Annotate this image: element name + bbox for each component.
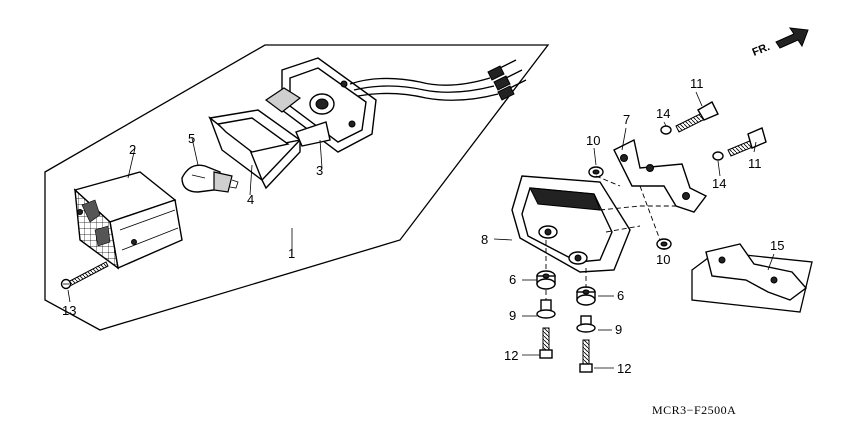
- callout-12b: 12: [617, 361, 631, 376]
- assembly-line: [595, 175, 621, 187]
- callout-13: 13: [62, 303, 76, 318]
- leader-lines: [67, 91, 775, 369]
- direction-label: FR.: [751, 41, 772, 59]
- taillight-lens: [73, 171, 183, 270]
- callout-11a: 11: [690, 76, 704, 91]
- callout-11b: 11: [748, 156, 762, 171]
- front-direction-indicator: FR.: [751, 27, 809, 59]
- taillight-bracket: [511, 175, 631, 273]
- callout-8: 8: [481, 232, 488, 247]
- bulb: [181, 164, 239, 193]
- stay-bracket: [613, 138, 708, 213]
- callout-14b: 14: [712, 176, 726, 191]
- grommet-right: [576, 286, 596, 306]
- front-arrow-icon: [775, 27, 809, 49]
- assembly-line: [599, 205, 676, 211]
- assembly-outline: [44, 44, 550, 331]
- callout-10b: 10: [656, 252, 670, 267]
- bolt-upper: [675, 101, 719, 133]
- washer-upper: [588, 166, 604, 178]
- callout-12a: 12: [504, 348, 518, 363]
- callout-6a: 6: [509, 272, 516, 287]
- callout-9b: 9: [615, 322, 622, 337]
- part-code: MCR3−F2500A: [652, 403, 736, 417]
- callout-3: 3: [316, 163, 323, 178]
- washer-14-lower: [712, 151, 724, 161]
- callout-6b: 6: [617, 288, 624, 303]
- callout-14a: 14: [656, 106, 670, 121]
- callout-4: 4: [247, 192, 254, 207]
- lens-screw: [60, 261, 109, 290]
- callout-10a: 10: [586, 133, 600, 148]
- bolt-12-right: [579, 339, 593, 373]
- washer-lower: [656, 238, 672, 250]
- side-bracket: [705, 243, 808, 301]
- grommet-left: [536, 270, 556, 290]
- light-base-socket: [264, 57, 527, 153]
- callout-9a: 9: [509, 308, 516, 323]
- callout-7: 7: [623, 112, 630, 127]
- assembly-line: [639, 185, 661, 241]
- gasket: [208, 109, 302, 190]
- callout-1: 1: [288, 246, 295, 261]
- assembly-line: [605, 225, 641, 233]
- washer-14-upper: [660, 125, 672, 135]
- collar-left: [536, 299, 556, 319]
- collar-right: [576, 315, 596, 333]
- callout-15: 15: [770, 238, 784, 253]
- callout-5: 5: [188, 131, 195, 146]
- bolt-12-left: [539, 327, 553, 359]
- bolt-lower: [727, 127, 767, 157]
- callout-2: 2: [129, 142, 136, 157]
